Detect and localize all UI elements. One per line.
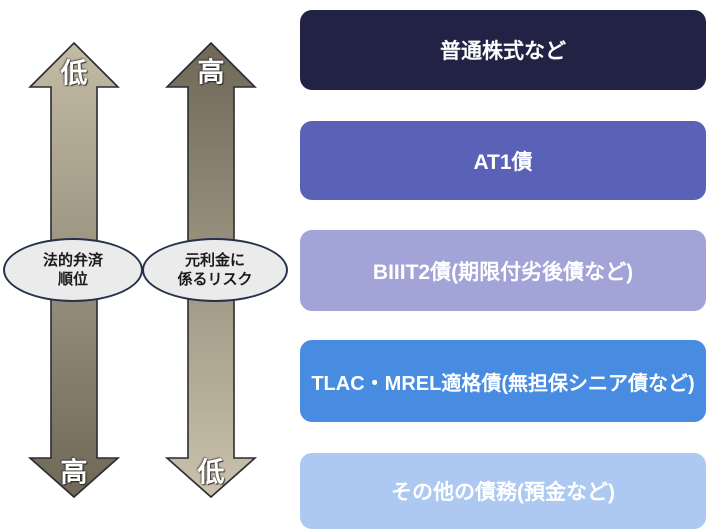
legal-priority-oval-line1: 法的弁済 — [42, 251, 103, 269]
instrument-bar-common-stock: 普通株式など — [300, 10, 706, 90]
instrument-bar-other-debt: その他の債務(預金など) — [300, 453, 706, 529]
principal-risk-oval-line1: 元利金に — [184, 251, 245, 269]
instrument-bar-label: TLAC・MREL適格債(無担保シニア債など) — [311, 372, 695, 395]
priority-arrow-top-label: 低 — [60, 58, 88, 89]
priority-arrow-bottom-label: 高 — [60, 457, 88, 488]
instrument-bar-label: AT1債 — [473, 150, 533, 174]
instrument-bar-tlac-mrel: TLAC・MREL適格債(無担保シニア債など) — [300, 340, 706, 422]
instrument-bar-label: BIIIT2債(期限付劣後債など) — [372, 260, 634, 284]
risk-arrow-bottom-label: 低 — [197, 457, 225, 488]
principal-risk-oval: 元利金に 係るリスク — [142, 238, 288, 302]
instrument-bar-biii-t2: BIIIT2債(期限付劣後債など) — [300, 230, 706, 311]
legal-priority-oval: 法的弁済 順位 — [3, 238, 143, 302]
instrument-bar-at1: AT1債 — [300, 121, 706, 200]
instrument-bar-label: その他の債務(預金など) — [391, 481, 615, 504]
instrument-bar-label: 普通株式など — [440, 40, 566, 63]
legal-priority-oval-line2: 順位 — [57, 271, 88, 288]
risk-arrow-top-label: 高 — [197, 57, 225, 88]
principal-risk-oval-line2: 係るリスク — [177, 271, 253, 288]
